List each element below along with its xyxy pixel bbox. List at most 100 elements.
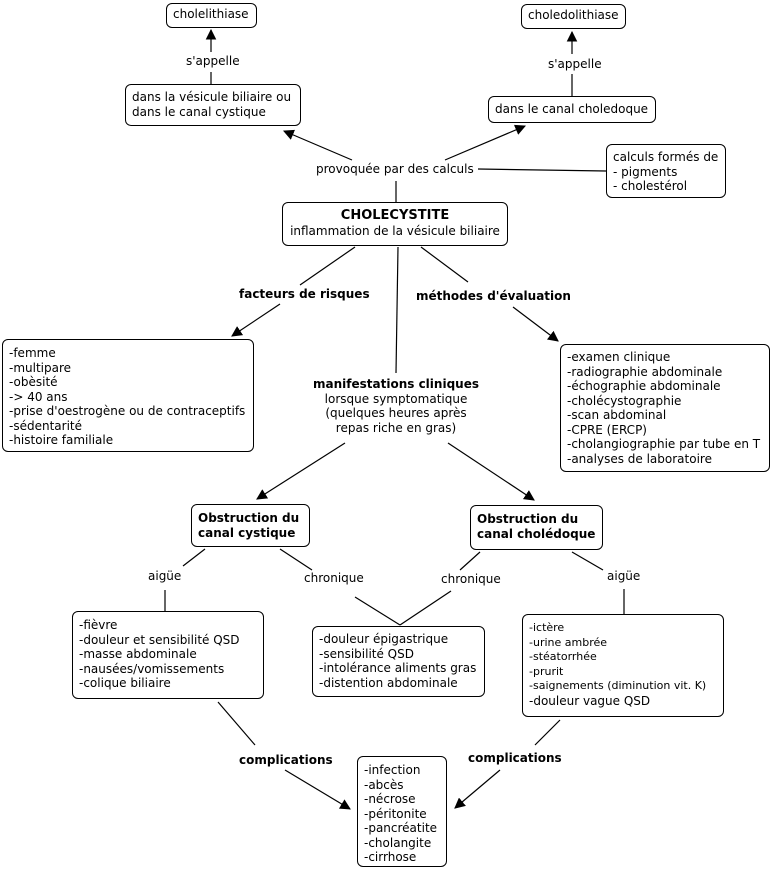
line-cystique-to-aigue	[182, 548, 206, 567]
arrow-left-complications	[284, 769, 351, 810]
arrow-to-canal-choledoque	[444, 124, 526, 161]
arrow-right-complications	[454, 769, 501, 809]
obstruction-choledoque-line-1: Obstruction du	[477, 512, 579, 526]
risques-line-2: -multipare	[9, 360, 72, 375]
cholelithiase-box: cholelithiase	[166, 3, 257, 28]
complications-line-4: -péritonite	[364, 806, 427, 821]
obstruction-cystique-line-1: Obstruction du	[198, 511, 300, 525]
complications-line-6: -cholangite	[364, 835, 432, 850]
calculs-line-3: - cholestérol	[613, 179, 688, 193]
chronique-line-4: -distention abdominale	[319, 675, 458, 690]
vesicule-box: dans la vésicule biliaire ou dans le can…	[125, 84, 301, 126]
calculs-line-1: calculs formés de	[613, 150, 719, 164]
complications-box: -infection -abcès -nécrose -péritonite -…	[357, 756, 447, 867]
obstruction-cystique-line-2: canal cystique	[198, 525, 296, 540]
complications-left-label: complications	[239, 753, 333, 768]
choledoque-aigue-box: -ictère -urine ambrée -stéatorrhée -prur…	[522, 614, 724, 717]
obstruction-choledoque-line-2: canal cholédoque	[477, 526, 596, 541]
methodes-label: méthodes d'évaluation	[416, 289, 571, 304]
arrow-to-evaluation	[512, 306, 559, 342]
sappelle-left-label: s'appelle	[186, 54, 240, 69]
chronique-left-label: chronique	[304, 571, 364, 586]
vesicule-line-1: dans la vésicule biliaire ou	[132, 90, 292, 104]
chronique-line-1: -douleur épigastrique	[319, 632, 449, 646]
cystique-aigue-box: -fièvre -douleur et sensibilité QSD -mas…	[72, 611, 264, 699]
line-choledoque-to-chronique	[459, 551, 481, 571]
arrow-to-vesicule	[283, 129, 353, 161]
cystique-aigue-line-5: -colique biliaire	[79, 676, 171, 690]
line-choledoque-box-to-complications	[534, 719, 561, 746]
chronique-box: -douleur épigastrique -sensibilité QSD -…	[312, 626, 485, 697]
choledoque-aigue-line-3: -stéatorrhée	[529, 650, 597, 664]
line-main-to-methodes	[420, 246, 469, 283]
canal-choledoque-text: dans le canal choledoque	[495, 102, 649, 116]
line-main-to-facteurs	[299, 246, 356, 286]
line-chronique-left-to-box	[354, 596, 401, 626]
chronique-line-3: -intolérance aliments gras	[319, 661, 477, 675]
risques-line-3: -obèsité	[9, 375, 58, 389]
choledoque-aigue-line-1: -ictère	[529, 621, 565, 634]
manifestations-sub-1: lorsque symptomatique	[324, 391, 468, 406]
choledoque-aigue-line-5: -saignements (diminution vit. K)	[529, 679, 707, 693]
risques-line-6: -sédentarité	[9, 418, 82, 433]
cystique-aigue-line-3: -masse abdominale	[79, 647, 197, 661]
line-calculs-to-provoquee	[477, 168, 607, 172]
risques-box: -femme -multipare -obèsité -> 40 ans -pr…	[2, 339, 254, 452]
cystique-aigue-line-4: -nausées/vomissements	[79, 661, 225, 676]
choledoque-aigue-line-2: -urine ambrée	[529, 635, 608, 649]
arrow-to-risques	[231, 303, 281, 337]
manifestations-label: manifestations cliniques lorsque symptom…	[310, 377, 482, 435]
arrow-to-obstruction-choledoque	[447, 442, 535, 501]
risques-line-7: -histoire familiale	[9, 433, 114, 447]
line-chronique-right-to-box	[399, 590, 452, 626]
facteurs-label: facteurs de risques	[239, 287, 370, 302]
line-cystique-to-chronique	[279, 548, 313, 571]
calculs-box: calculs formés de - pigments - cholestér…	[606, 144, 726, 198]
main-concept-box: CHOLECYSTITE inflammation de la vésicule…	[282, 202, 508, 246]
manifestations-title: manifestations cliniques	[313, 377, 479, 391]
evaluation-line-1: -examen clinique	[567, 350, 671, 364]
arrow-to-obstruction-cystique	[256, 442, 346, 500]
chronique-right-label: chronique	[441, 572, 501, 587]
chronique-line-2: -sensibilité QSD	[319, 646, 414, 661]
complications-right-label: complications	[468, 751, 562, 766]
complications-line-5: -pancréatite	[364, 821, 438, 835]
calculs-line-2: - pigments	[613, 164, 678, 179]
complications-line-7: -cirrhose	[364, 850, 417, 864]
evaluation-line-6: -CPRE (ERCP)	[567, 422, 647, 437]
cholelithiase-text: cholelithiase	[173, 7, 249, 21]
obstruction-choledoque-box: Obstruction du canal cholédoque	[470, 505, 603, 550]
complications-line-1: -infection	[364, 763, 421, 777]
aigue-right-label: aigüe	[607, 569, 641, 584]
main-subtitle: inflammation de la vésicule biliaire	[290, 224, 500, 238]
complications-line-2: -abcès	[364, 777, 404, 792]
choledolithiase-box: choledolithiase	[521, 4, 626, 29]
risques-line-4: -> 40 ans	[9, 389, 68, 404]
aigue-left-label: aigüe	[148, 569, 182, 584]
manifestations-sub-3: repas riche en gras)	[335, 420, 457, 435]
evaluation-line-2: -radiographie abdominale	[567, 364, 723, 379]
sappelle-right-label: s'appelle	[548, 57, 602, 72]
risques-line-1: -femme	[9, 346, 56, 360]
risques-line-5: -prise d'oestrogène ou de contraceptifs	[9, 404, 246, 418]
canal-choledoque-box: dans le canal choledoque	[488, 96, 656, 123]
choledoque-aigue-line-4: -prurit	[529, 664, 564, 678]
provoquee-label: provoquée par des calculs	[316, 162, 474, 177]
cystique-aigue-line-2: -douleur et sensibilité QSD	[79, 632, 240, 647]
choledolithiase-text: choledolithiase	[528, 8, 619, 22]
cystique-aigue-line-1: -fièvre	[79, 618, 118, 632]
complications-line-3: -nécrose	[364, 792, 416, 806]
vesicule-line-2: dans le canal cystique	[132, 104, 266, 119]
line-choledoque-to-aigue	[571, 551, 604, 571]
manifestations-sub-2: (quelques heures après	[325, 406, 467, 420]
evaluation-box: -examen clinique -radiographie abdominal…	[560, 344, 770, 472]
main-title: CHOLECYSTITE	[340, 208, 450, 223]
obstruction-cystique-box: Obstruction du canal cystique	[191, 504, 310, 547]
evaluation-line-3: -échographie abdominale	[567, 379, 721, 393]
evaluation-line-4: -cholécystographie	[567, 393, 682, 408]
evaluation-line-7: -cholangiographie par tube en T	[567, 437, 761, 451]
line-cystique-box-to-complications	[217, 701, 256, 746]
line-main-to-manifestations	[395, 246, 399, 374]
evaluation-line-8: -analyses de laboratoire	[567, 451, 712, 466]
